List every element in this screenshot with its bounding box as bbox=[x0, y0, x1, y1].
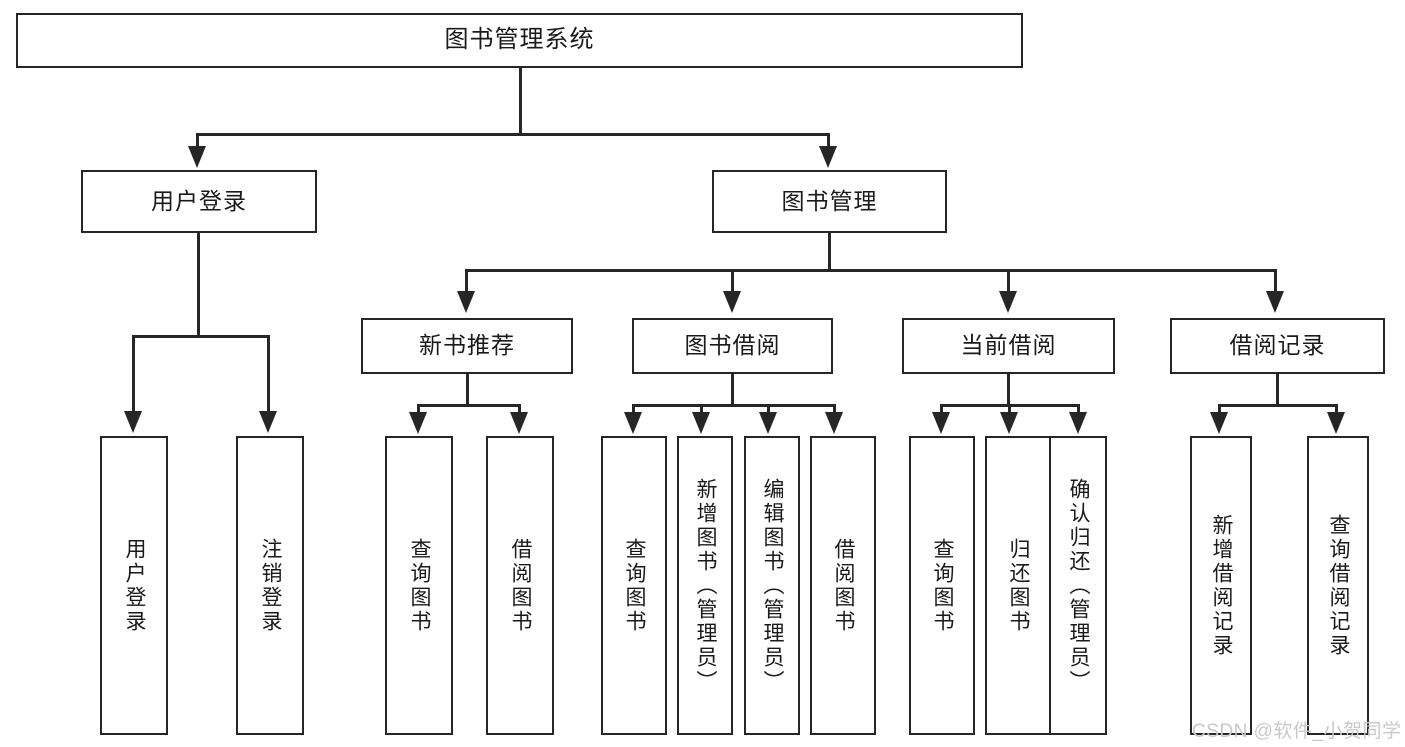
node-borrow-record[interactable]: 借阅记录 bbox=[1170, 318, 1385, 374]
connector-new-book-bar bbox=[417, 404, 521, 407]
connector-user-login-drop-2 bbox=[267, 335, 270, 417]
node-label: 当前借阅 bbox=[960, 332, 1057, 359]
arrow-borrow-record-leaf-1 bbox=[1210, 412, 1228, 434]
connector-level3-drop-3 bbox=[1007, 269, 1010, 297]
node-book-management[interactable]: 图书管理 bbox=[712, 170, 947, 233]
leaf-book-borrow-query[interactable]: 查询图书 bbox=[601, 436, 667, 735]
leaf-book-borrow-borrow[interactable]: 借阅图书 bbox=[810, 436, 876, 735]
connector-root-to-user-login bbox=[196, 133, 199, 157]
connector-new-book-drop-1 bbox=[417, 404, 420, 418]
connector-book-borrow-drop-2 bbox=[700, 404, 703, 418]
connector-user-login-drop-1 bbox=[132, 335, 135, 417]
arrow-current-borrow-leaf-1 bbox=[932, 412, 950, 434]
connector-borrow-record-drop-1 bbox=[1218, 404, 1221, 418]
node-user-login[interactable]: 用户登录 bbox=[81, 170, 317, 233]
node-label: 用户登录 bbox=[151, 187, 247, 214]
arrow-level3-borrow-record bbox=[1266, 291, 1284, 313]
connector-root-stem bbox=[519, 68, 522, 135]
connector-root-to-book-mgmt bbox=[827, 133, 830, 157]
connector-user-login-bar bbox=[132, 335, 270, 338]
arrow-book-borrow-leaf-3 bbox=[759, 412, 777, 434]
connector-level3-drop-1 bbox=[465, 269, 468, 297]
node-label: 图书借阅 bbox=[684, 332, 781, 359]
arrow-book-borrow-leaf-1 bbox=[624, 412, 642, 434]
connector-new-book-drop-2 bbox=[518, 404, 521, 418]
leaf-new-book-query[interactable]: 查询图书 bbox=[385, 436, 453, 735]
arrow-current-borrow-leaf-3 bbox=[1069, 412, 1087, 434]
connector-current-borrow-stem bbox=[1007, 374, 1010, 407]
arrow-level3-book-borrow bbox=[723, 291, 741, 313]
watermark-csdn: CSDN @软件_小贺同学 bbox=[1192, 721, 1402, 742]
connector-book-borrow-drop-1 bbox=[632, 404, 635, 418]
node-root-system[interactable]: 图书管理系统 bbox=[16, 13, 1023, 68]
connector-current-borrow-drop-2 bbox=[1008, 404, 1011, 418]
connector-new-book-stem bbox=[466, 374, 469, 407]
arrow-new-book-leaf-1 bbox=[409, 412, 427, 434]
connector-book-mgmt-stem bbox=[828, 233, 831, 272]
connector-borrow-record-drop-2 bbox=[1335, 404, 1338, 418]
connector-user-login-stem bbox=[197, 233, 200, 337]
connector-book-borrow-stem bbox=[731, 374, 734, 407]
connector-book-borrow-drop-3 bbox=[767, 404, 770, 418]
connector-level3-drop-2 bbox=[731, 269, 734, 297]
leaf-label: 注销登录 bbox=[259, 537, 283, 634]
arrow-user-login-leaf-2 bbox=[259, 411, 277, 433]
node-label: 借阅记录 bbox=[1229, 332, 1326, 359]
leaf-label: 确认归还（管理员） bbox=[1067, 477, 1091, 694]
node-label: 图书管理 bbox=[781, 187, 878, 214]
connector-book-borrow-drop-4 bbox=[833, 404, 836, 418]
connector-borrow-record-bar bbox=[1218, 404, 1338, 407]
node-label: 新书推荐 bbox=[419, 332, 515, 359]
node-current-borrow[interactable]: 当前借阅 bbox=[902, 318, 1115, 374]
arrow-user-login-leaf-1 bbox=[124, 411, 142, 433]
arrow-level3-current-borrow bbox=[999, 291, 1017, 313]
connector-book-borrow-bar bbox=[632, 404, 835, 407]
leaf-label: 借阅图书 bbox=[509, 537, 533, 634]
arrow-new-book-leaf-2 bbox=[510, 412, 528, 434]
leaf-current-borrow-confirm[interactable]: 确认归还（管理员） bbox=[1049, 436, 1107, 735]
leaf-user-login-logout[interactable]: 注销登录 bbox=[236, 436, 304, 735]
leaf-label: 用户登录 bbox=[123, 537, 147, 634]
node-book-borrow[interactable]: 图书借阅 bbox=[632, 318, 833, 374]
arrow-root-to-user-login bbox=[188, 146, 206, 168]
arrow-root-to-book-mgmt bbox=[819, 146, 837, 168]
leaf-borrow-record-add[interactable]: 新增借阅记录 bbox=[1190, 436, 1252, 735]
leaf-label: 查询图书 bbox=[408, 537, 432, 634]
connector-current-borrow-drop-1 bbox=[940, 404, 943, 418]
leaf-book-borrow-edit[interactable]: 编辑图书（管理员） bbox=[744, 436, 800, 735]
arrow-level3-new-book bbox=[457, 291, 475, 313]
node-new-book-recommend[interactable]: 新书推荐 bbox=[361, 318, 573, 374]
leaf-label: 查询图书 bbox=[931, 537, 955, 634]
leaf-label: 查询图书 bbox=[623, 537, 647, 634]
leaf-current-borrow-return[interactable]: 归还图书 bbox=[985, 436, 1051, 735]
leaf-label: 编辑图书（管理员） bbox=[761, 477, 785, 694]
connector-level3-bar bbox=[465, 269, 1277, 272]
connector-root-bar bbox=[196, 133, 828, 136]
leaf-book-borrow-add[interactable]: 新增图书（管理员） bbox=[677, 436, 733, 735]
connector-current-borrow-drop-3 bbox=[1077, 404, 1080, 418]
leaf-label: 新增借阅记录 bbox=[1210, 513, 1234, 658]
connector-level3-drop-4 bbox=[1274, 269, 1277, 297]
leaf-borrow-record-query[interactable]: 查询借阅记录 bbox=[1307, 436, 1369, 735]
leaf-new-book-borrow[interactable]: 借阅图书 bbox=[486, 436, 554, 735]
leaf-user-login-login[interactable]: 用户登录 bbox=[100, 436, 168, 735]
leaf-label: 新增图书（管理员） bbox=[694, 477, 718, 694]
connector-borrow-record-stem bbox=[1276, 374, 1279, 407]
arrow-borrow-record-leaf-2 bbox=[1327, 412, 1345, 434]
leaf-label: 借阅图书 bbox=[832, 537, 856, 634]
leaf-current-borrow-query[interactable]: 查询图书 bbox=[909, 436, 975, 735]
node-label: 图书管理系统 bbox=[444, 26, 595, 54]
leaf-label: 归还图书 bbox=[1007, 537, 1031, 634]
arrow-current-borrow-leaf-2 bbox=[1000, 412, 1018, 434]
leaf-label: 查询借阅记录 bbox=[1327, 513, 1351, 658]
arrow-book-borrow-leaf-4 bbox=[825, 412, 843, 434]
arrow-book-borrow-leaf-2 bbox=[692, 412, 710, 434]
